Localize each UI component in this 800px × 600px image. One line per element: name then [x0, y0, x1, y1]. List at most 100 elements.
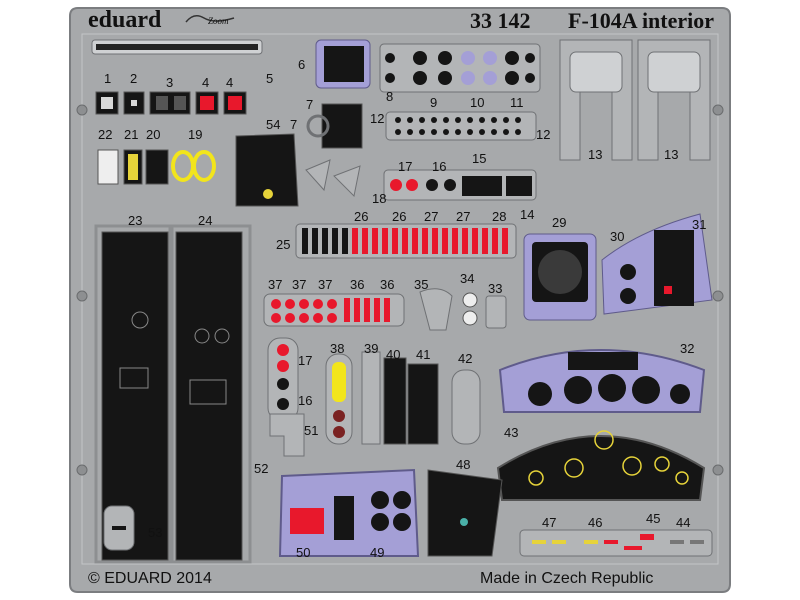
part-number-label: 7 [306, 97, 314, 112]
part-34-disc [462, 310, 478, 326]
part-number-label: 8 [386, 89, 394, 104]
part-number-label: 2 [130, 71, 138, 86]
part-number-label: 16 [298, 393, 313, 408]
part-30-knob [620, 264, 636, 280]
part-23-dial [131, 311, 149, 329]
zoom-logo-mark [185, 15, 235, 23]
part-number-label: 9 [430, 95, 438, 110]
part-number-label: 51 [304, 423, 319, 438]
brand-logo: eduard [88, 7, 162, 33]
part-46-lever [584, 540, 598, 544]
part-43-dial [594, 430, 614, 450]
part-32-gauge-block [568, 352, 638, 370]
part-21-lamp [128, 154, 138, 180]
part-29-scope-face [538, 250, 582, 294]
part-number-label: 35 [414, 277, 429, 292]
part-number-label: 5 [266, 71, 274, 86]
part-number-label: 17 [398, 159, 413, 174]
part-54-panel [235, 133, 299, 207]
part-48-knob [460, 518, 468, 526]
fret-hole [712, 290, 724, 302]
part-number-label: 52 [254, 461, 269, 476]
part-number-label: 26 [354, 209, 369, 224]
part-17-lamp [390, 179, 402, 191]
part-46-lever [604, 540, 618, 544]
part-number-label: 43 [504, 425, 519, 440]
part-number-label: 16 [432, 159, 447, 174]
part-number-label: 47 [542, 515, 557, 530]
part-43-dial [675, 471, 689, 485]
part-23-console-frame [94, 224, 172, 564]
part-1-window [101, 97, 113, 109]
part-number-label: 40 [386, 347, 401, 362]
part-50-lamp-block [290, 508, 324, 534]
part-42-strip [451, 369, 481, 445]
part-48-panel [427, 469, 503, 557]
part-3-detail [156, 96, 168, 110]
part-number-label: 1 [104, 71, 112, 86]
part-number-label: 12 [536, 127, 551, 142]
part-31-display [654, 230, 694, 306]
parts-25-28-lamp-strip [295, 223, 517, 259]
parts-8-11-knob-group [379, 43, 541, 93]
part-13-left-frame [559, 39, 633, 161]
part-number-label: 42 [458, 351, 473, 366]
fret-hole [76, 290, 88, 302]
part-35-bracket [419, 288, 453, 331]
copyright-notice: © EDUARD 2014 [88, 570, 212, 587]
part-number-label: 15 [472, 151, 487, 166]
part-number-label: 7 [290, 117, 298, 132]
part-number-label: 14 [520, 207, 535, 222]
part-33-clip [485, 295, 507, 329]
part-number-label: 25 [276, 237, 291, 252]
part-22 [97, 149, 119, 185]
part-43-dial [564, 458, 584, 478]
part-3-detail [174, 96, 186, 110]
part-32-gauge [528, 382, 552, 406]
part-number-label: 54 [266, 117, 281, 132]
part-13-right-frame [637, 39, 711, 161]
part-number-label: 17 [298, 353, 313, 368]
part-40-panel [383, 357, 407, 445]
part-number-label: 36 [380, 277, 395, 292]
part-14-panel [506, 176, 532, 196]
part-24-panel-detail [189, 379, 227, 405]
part-number-label: 46 [588, 515, 603, 530]
part-number-label: 37 [268, 277, 283, 292]
part-number-label: 4 [226, 75, 234, 90]
part-24-console [175, 231, 243, 561]
part-24-dial [194, 328, 210, 344]
part-49-gauge [393, 513, 411, 531]
part-43-dial [654, 456, 670, 472]
part-16-knob [426, 179, 438, 191]
part-44-lever [670, 540, 684, 544]
part-5-strip-detail [96, 44, 258, 50]
part-4-left-lamp [200, 96, 214, 110]
part-41-panel [407, 363, 439, 445]
part-18-brackets [305, 159, 361, 198]
part-49-gauge [371, 491, 389, 509]
part-45-lever [624, 546, 642, 550]
fret-hole [712, 464, 724, 476]
part-4-right-lamp [228, 96, 242, 110]
part-16-knob [444, 179, 456, 191]
part-24-console-frame [170, 224, 252, 564]
part-number-label: 33 [488, 281, 503, 296]
part-19-right-ring [192, 150, 216, 182]
part-number-label: 53 [148, 525, 163, 540]
part-38-lamp [332, 362, 346, 402]
part-50-display [334, 496, 354, 540]
set-title: F-104A interior [568, 8, 715, 33]
part-number-label: 49 [370, 545, 385, 560]
part-32-gauge [632, 376, 660, 404]
part-47-lever [552, 540, 566, 544]
part-39-strip [361, 351, 381, 445]
part-number-label: 37 [292, 277, 307, 292]
part-2-slot [131, 100, 137, 106]
part-number-label: 20 [146, 127, 161, 142]
part-number-label: 50 [296, 545, 311, 560]
part-number-label: 22 [98, 127, 113, 142]
part-6-display [324, 46, 364, 82]
part-32-gauge [598, 374, 626, 402]
